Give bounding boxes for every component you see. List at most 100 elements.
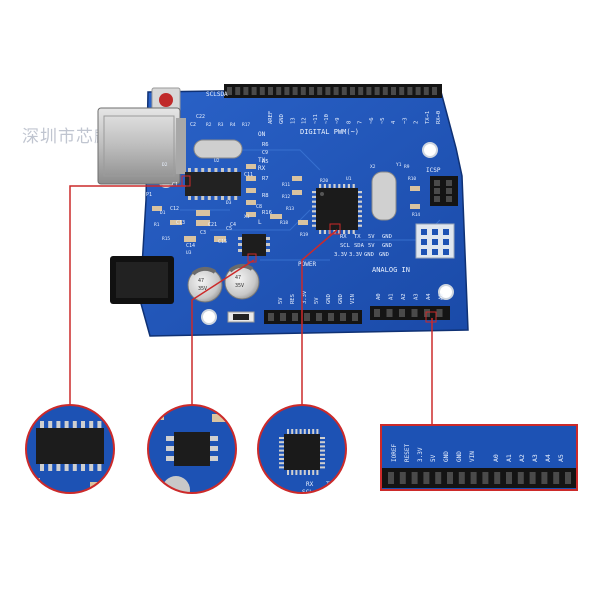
chip-pin — [194, 196, 198, 200]
header-pin — [436, 309, 443, 317]
chip-pin — [320, 453, 325, 456]
chip-pin — [343, 230, 346, 234]
digital-pin-label: ~10 — [324, 114, 330, 124]
component-label: U1 — [346, 176, 352, 182]
header-pin — [407, 87, 413, 95]
resistor-label: R16 — [262, 210, 272, 216]
component-label: R15 — [162, 236, 170, 242]
chip-pin — [323, 230, 326, 234]
chip-pin — [308, 470, 310, 475]
chip-pin — [312, 429, 315, 434]
chip-pin — [352, 184, 355, 188]
chip-pin — [299, 470, 302, 475]
digital-pin-label: ~6 — [369, 117, 375, 124]
chip-pin — [234, 196, 238, 200]
digital-pin-label: ~11 — [313, 114, 319, 124]
header-pin — [382, 87, 388, 95]
pad — [432, 239, 438, 245]
chip-pin — [320, 437, 325, 439]
zoom-regulator — [147, 404, 237, 494]
chip-pin — [97, 464, 102, 471]
chip-pin — [207, 168, 211, 172]
analog-pin-label: A3 — [414, 293, 420, 300]
analog-pin-label: A4 — [426, 293, 432, 300]
capacitor-label: C8 — [256, 204, 262, 210]
chip-pin — [279, 466, 284, 469]
header-pin — [470, 472, 477, 484]
chip-pin — [234, 168, 238, 172]
chip-pin — [319, 184, 322, 188]
chip-pin — [338, 230, 341, 234]
chip-pin — [358, 205, 362, 208]
header-pin — [352, 313, 358, 321]
zoom-power-label: RESET — [404, 444, 411, 462]
header-pin — [251, 87, 257, 95]
component-label: R9 — [404, 164, 410, 170]
smd-part — [410, 204, 420, 209]
header-right-label: RX — [340, 234, 347, 240]
header-right-label: GND — [379, 252, 389, 258]
chip-pin — [320, 458, 325, 460]
component-label: X2 — [370, 164, 376, 170]
chip-pin — [279, 458, 284, 460]
zoom-analog-label: A2 — [518, 454, 526, 462]
capacitor-a — [187, 266, 223, 303]
header-pin — [341, 87, 347, 95]
header-pin — [388, 472, 394, 484]
header-right-label: GND — [364, 252, 374, 258]
smd-part — [410, 186, 420, 191]
power-pin-label: GND — [326, 294, 332, 304]
zoom-analog-label: A1 — [505, 454, 513, 462]
chip-pin — [303, 470, 306, 475]
chip-pin — [221, 196, 224, 200]
component-label: D1 — [160, 210, 166, 216]
smd-part — [246, 188, 256, 193]
header-pin — [411, 472, 418, 484]
chip-pin — [291, 470, 294, 475]
header-right-label: GND — [382, 243, 392, 249]
component-label: R19 — [300, 232, 308, 238]
chip-pin — [89, 421, 94, 428]
smd-part — [184, 236, 196, 242]
chip-pin — [89, 464, 94, 471]
atmega-chip — [312, 184, 362, 234]
component-label: R2 — [206, 122, 212, 128]
zoom-analog-label: A0 — [492, 454, 500, 462]
header-pin — [423, 87, 429, 95]
header-right-label: SDA — [354, 243, 365, 249]
smd-part — [214, 236, 226, 242]
digital-pin-label: 4 — [391, 120, 397, 124]
component-label: Y1 — [396, 162, 402, 168]
header-pin — [424, 309, 430, 317]
component-label: R3 — [218, 122, 224, 128]
header-pin — [506, 472, 512, 484]
capacitor-label: C3 — [200, 230, 206, 236]
zoom-power-label: GND — [456, 451, 463, 462]
smd-part — [246, 164, 256, 169]
pad — [443, 229, 449, 235]
pad — [421, 239, 427, 245]
smd-part — [270, 214, 282, 219]
component-label: R18 — [280, 220, 288, 226]
digital-pin-label: AREF — [268, 111, 274, 124]
chip-pin — [338, 184, 341, 188]
digital-pin-label: 13 — [290, 117, 296, 124]
resistor-label: R5 — [262, 159, 269, 165]
capacitor-label: C5 — [226, 226, 232, 232]
header-pin — [340, 313, 346, 321]
digital-pin-label: 2 — [414, 121, 420, 124]
zoom-analog-label: A5 — [557, 454, 565, 462]
header-pin — [411, 309, 418, 317]
header-pin — [458, 472, 465, 484]
chip-pin — [316, 429, 319, 434]
silk-digital: DIGITAL PWM(~) — [300, 128, 359, 136]
chip-pin — [81, 421, 85, 428]
digital-pin-label: RX←0 — [436, 111, 442, 124]
digital-pin-label: ~3 — [402, 117, 408, 124]
digital-pin-label: ~5 — [380, 117, 386, 124]
capacitor-label: C22 — [196, 114, 205, 120]
capacitor-b — [224, 263, 260, 300]
analog-pin-label: A0 — [376, 293, 382, 300]
